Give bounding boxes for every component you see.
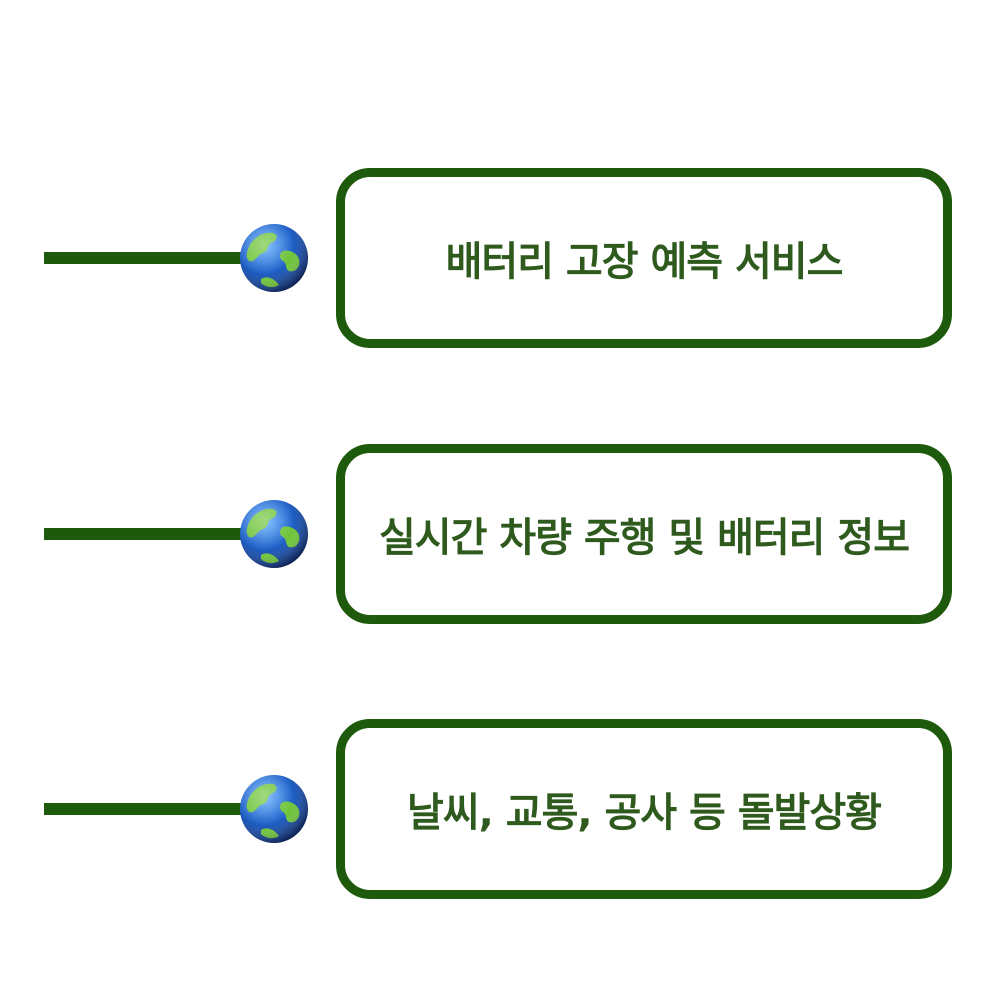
earth-globe-icon <box>239 223 309 293</box>
connector-line <box>44 528 250 540</box>
item-card: 실시간 차량 주행 및 배터리 정보 <box>336 444 952 624</box>
item-label: 배터리 고장 예측 서비스 <box>445 239 844 285</box>
earth-globe-icon <box>239 774 309 844</box>
item-label: 날씨, 교통, 공사 등 돌발상황 <box>407 790 882 836</box>
item-row-1: 배터리 고장 예측 서비스 <box>0 168 1000 348</box>
item-card: 날씨, 교통, 공사 등 돌발상황 <box>336 719 952 899</box>
item-row-3: 날씨, 교통, 공사 등 돌발상황 <box>0 719 1000 899</box>
connector-line <box>44 803 250 815</box>
connector-line <box>44 252 250 264</box>
item-card: 배터리 고장 예측 서비스 <box>336 168 952 348</box>
item-label: 실시간 차량 주행 및 배터리 정보 <box>378 515 910 561</box>
item-row-2: 실시간 차량 주행 및 배터리 정보 <box>0 444 1000 624</box>
earth-globe-icon <box>239 499 309 569</box>
